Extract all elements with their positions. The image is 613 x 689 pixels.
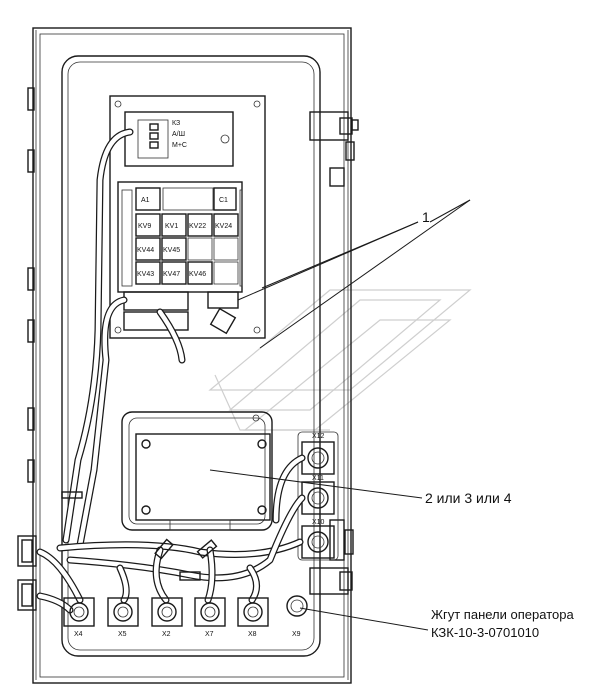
relay-a1: A1 bbox=[141, 197, 150, 204]
connector-x7-label: X7 bbox=[205, 631, 214, 638]
relay-kv24: KV24 bbox=[215, 223, 232, 230]
callout-item-1: 1 bbox=[422, 209, 430, 225]
relay-kv22: KV22 bbox=[189, 223, 206, 230]
module-label-ash: А/Ш bbox=[172, 131, 185, 138]
callout-item-2: 2 или 3 или 4 bbox=[425, 490, 512, 506]
terminal-block bbox=[123, 291, 239, 335]
relay-kv46: KV46 bbox=[189, 271, 206, 278]
left-cable-glands bbox=[17, 535, 37, 611]
watermark-logo bbox=[208, 289, 472, 431]
connector-x11-label: X11 bbox=[312, 475, 324, 482]
connector-x8-label: X8 bbox=[248, 631, 257, 638]
connector-x12-label: X12 bbox=[312, 433, 325, 440]
module-label-ms: М+С bbox=[172, 142, 187, 149]
connector-x10-label: X10 bbox=[312, 519, 325, 526]
connector-x2-label: X2 bbox=[162, 631, 171, 638]
relay-kv45: KV45 bbox=[163, 247, 180, 254]
relay-block: A1 C1 KV9 KV1 KV22 KV24 KV44 KV45 KV43 K… bbox=[117, 181, 243, 293]
callout-harness-line2: КЗК-10-3-0701010 bbox=[431, 625, 539, 640]
mounting-plate-lower bbox=[121, 411, 273, 531]
relay-kv9: KV9 bbox=[138, 223, 151, 230]
mounting-plate-upper bbox=[109, 95, 266, 339]
relay-kv44: KV44 bbox=[137, 247, 154, 254]
connector-x5-label: X5 bbox=[118, 631, 127, 638]
cabinet-enclosure bbox=[32, 27, 352, 684]
module-label-kz: КЗ bbox=[172, 120, 180, 127]
leader-lines bbox=[209, 199, 471, 631]
cable-harness bbox=[36, 128, 306, 614]
power-module: КЗ А/Ш М+С bbox=[124, 111, 234, 167]
relay-kv47: KV47 bbox=[163, 271, 180, 278]
relay-c1: C1 bbox=[219, 197, 228, 204]
callout-harness-line1: Жгут панели оператора bbox=[431, 607, 574, 622]
relay-kv43: KV43 bbox=[137, 271, 154, 278]
relay-kv1: KV1 bbox=[165, 223, 178, 230]
door-hinges bbox=[309, 111, 359, 595]
left-side-clips bbox=[27, 87, 35, 483]
bottom-connectors: X4 X5 X2 X7 X8 X9 bbox=[63, 595, 308, 638]
connector-x4-label: X4 bbox=[74, 631, 83, 638]
connector-x9-label: X9 bbox=[292, 631, 301, 638]
